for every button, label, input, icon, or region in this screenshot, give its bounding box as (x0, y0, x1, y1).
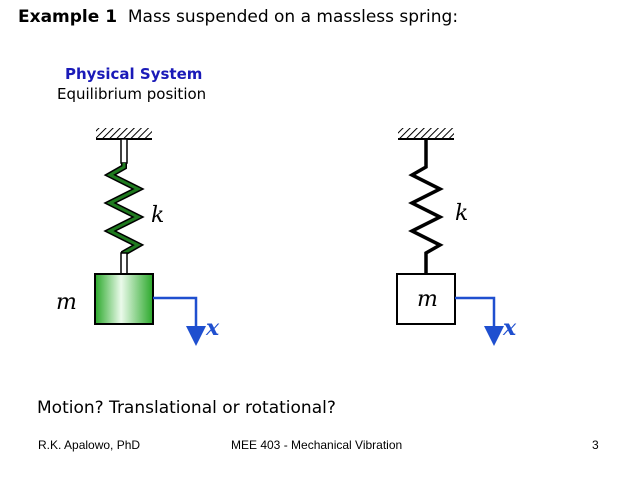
left-x-axis-label: x (205, 315, 220, 341)
left-mass-label: m (56, 290, 77, 315)
right-mass-block (396, 273, 456, 325)
left-spring (103, 138, 145, 275)
physical-system-heading: Physical System (65, 65, 203, 83)
title-example-label: Example 1 (18, 7, 118, 27)
left-x-axis-arrow (153, 296, 206, 346)
title-text: Mass suspended on a massless spring: (127, 7, 459, 27)
right-ceiling-support (398, 128, 454, 140)
right-spring-mass-system (396, 128, 504, 346)
slide-title: Example 1 Mass suspended on a massless s… (18, 7, 458, 27)
footer-page-number: 3 (592, 438, 599, 452)
footer-course: MEE 403 - Mechanical Vibration (231, 438, 403, 452)
left-spring-mass-system (94, 128, 206, 346)
equilibrium-position-subheading: Equilibrium position (57, 85, 207, 103)
left-ceiling-support (96, 128, 152, 140)
left-spring-constant-label: k (151, 203, 164, 228)
left-mass-block (94, 273, 154, 325)
right-spring (408, 139, 444, 274)
motion-question: Motion? Translational or rotational? (37, 398, 336, 418)
right-spring-constant-label: k (455, 201, 468, 226)
right-mass-label: m (417, 287, 438, 312)
right-x-axis-arrow (455, 296, 504, 346)
right-x-axis-label: x (502, 315, 517, 341)
footer-author: R.K. Apalowo, PhD (38, 438, 141, 452)
